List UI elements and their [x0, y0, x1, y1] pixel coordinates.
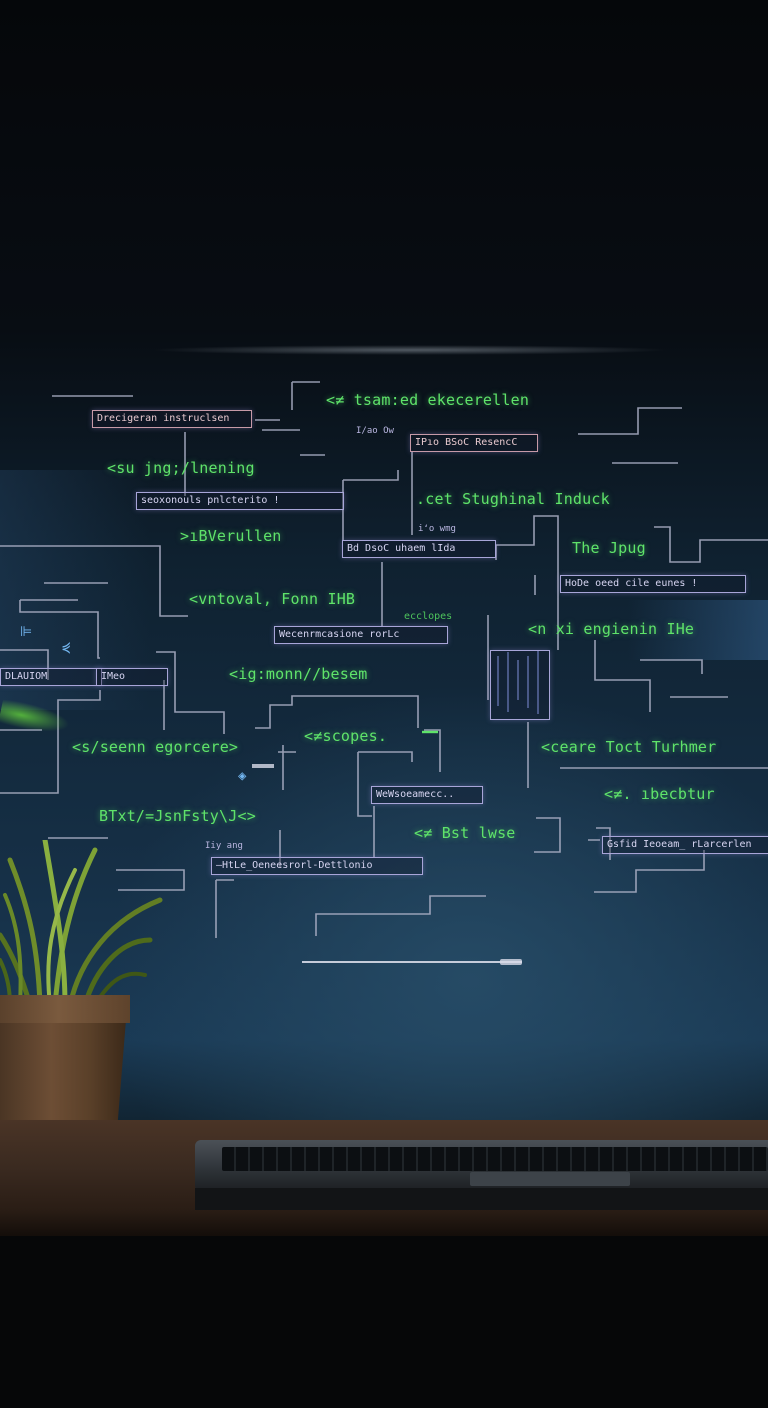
code-box: DLAUIOM: [0, 668, 102, 686]
code-box: seoxonouls pnlcterito !: [136, 492, 344, 510]
code-box: HoDe oeed cile eunes !: [560, 575, 746, 593]
code-box: IPıo BSoC ResencC: [410, 434, 538, 452]
code-box: Gsfid Ieoeam_ rLarcerlen: [602, 836, 768, 854]
small-label: ecclopes: [404, 611, 453, 622]
code-line: <≠ Bst lwse: [414, 824, 516, 842]
code-line: <su jng;/lnening: [107, 459, 255, 477]
left-haze: [0, 470, 150, 710]
code-line: <vntoval, Fonn IHB: [189, 590, 356, 608]
plant-grass: [0, 840, 163, 1005]
code-line: <≠scopes.: [304, 727, 388, 745]
code-box: —HtLe_Oeneesrorl-Dettlonio: [211, 857, 423, 875]
small-label: Iiy ang: [205, 841, 243, 851]
code-box: IMeo: [96, 668, 168, 686]
node-icon: ◈: [238, 768, 247, 784]
code-line: >ıBVerullen: [180, 527, 282, 545]
code-line: .cet Stughinal Induck: [416, 490, 610, 508]
code-line: <≠ tsam:ed ekecerellen: [326, 391, 530, 409]
code-box: Bd DsoC uhaem lIda: [342, 540, 496, 558]
trackpad: [470, 1172, 630, 1186]
code-line: <n xi engienin IHe: [528, 620, 695, 638]
arrow-icon: ⋞: [62, 640, 71, 656]
top-light-streak: [150, 345, 670, 355]
right-haze: [628, 600, 768, 660]
code-line: BTxt/=JsnFsty\J<>: [99, 807, 256, 825]
code-line: <ceare Toct Turhmer: [541, 738, 717, 756]
laptop-base: [195, 1188, 768, 1210]
code-box: WeWsoeamecc..: [371, 786, 483, 804]
glyph-panel: [490, 650, 550, 720]
small-label: I/ao Ow: [356, 426, 394, 436]
code-box: Drecigeran instruclsen: [92, 410, 252, 428]
small-label: iʻo wmg: [418, 524, 456, 534]
code-line: The Jpug: [572, 539, 646, 557]
code-line: <s/seenn egorcere>: [72, 738, 239, 756]
signal-icon: ⊫: [20, 624, 33, 640]
code-line: <≠. ıbecbtur: [604, 785, 715, 803]
keyboard: [222, 1147, 768, 1171]
code-box: Wecenrmcasione rorLc: [274, 626, 448, 644]
floor-shadow: [0, 1236, 768, 1408]
code-line: <ig:monn//besem: [229, 665, 368, 683]
pot-rim: [0, 995, 130, 1023]
